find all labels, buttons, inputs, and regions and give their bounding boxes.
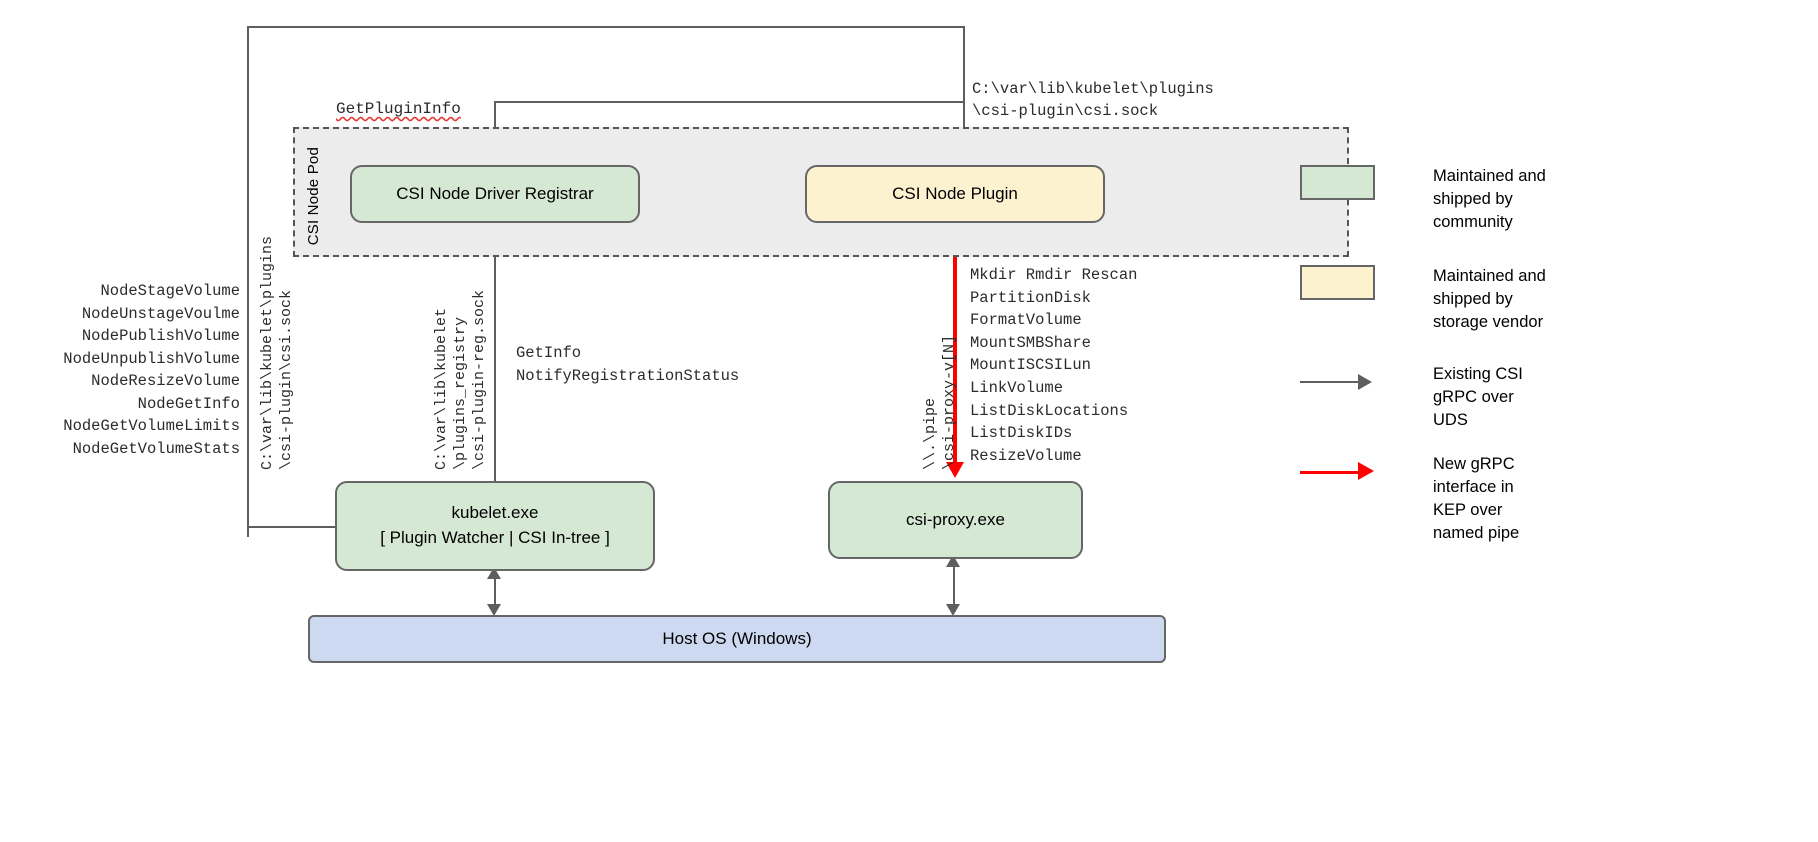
node-box-kubelet-exe[interactable]: kubelet.exe [ Plugin Watcher | CSI In-tr… bbox=[335, 481, 655, 571]
label-named-pipe-rotated: \\.\pipe \csi-proxy-v[N] bbox=[922, 334, 958, 470]
legend-swatch-community bbox=[1300, 165, 1375, 200]
legend-label-storage-vendor: Maintained and shipped by storage vendor bbox=[1433, 267, 1546, 331]
legend-arrow-existing-icon bbox=[1300, 371, 1375, 393]
connector-kubelet-to-plugin-vertical-left bbox=[247, 26, 249, 537]
label-csi-sock-path-rotated: C:\var\lib\kubelet\plugins \csi-plugin\c… bbox=[259, 235, 295, 470]
csi-node-pod-label-text: CSI Node Pod bbox=[305, 147, 322, 246]
legend-item-new-grpc: New gRPC interface in KEP over named pip… bbox=[1300, 453, 1519, 545]
legend-swatch-storage-vendor bbox=[1300, 265, 1375, 300]
label-csi-proxy-commands: Mkdir Rmdir Rescan PartitionDisk FormatV… bbox=[970, 266, 1138, 465]
connector-plugin-to-csiproxy-red bbox=[953, 222, 957, 472]
arrowhead-into-csiproxy bbox=[946, 462, 964, 478]
legend-item-storage-vendor: Maintained and shipped by storage vendor bbox=[1300, 265, 1546, 334]
arrowhead-hostos-down-left bbox=[487, 604, 501, 616]
connector-kubelet-to-plugin-vertical-right bbox=[963, 26, 965, 156]
csi-node-plugin-label: CSI Node Plugin bbox=[892, 183, 1018, 203]
csi-node-pod-label: CSI Node Pod bbox=[305, 47, 322, 245]
legend-label-community: Maintained and shipped by community bbox=[1433, 167, 1546, 231]
label-plugin-socket-path: C:\var\lib\kubelet\plugins \csi-plugin\c… bbox=[972, 80, 1214, 120]
csi-proxy-exe-label: csi-proxy.exe bbox=[906, 509, 1005, 529]
connector-kubelet-to-plugin-top bbox=[247, 26, 965, 28]
legend-label-existing-grpc: Existing CSI gRPC over UDS bbox=[1433, 365, 1523, 429]
label-registry-sock-path-rotated: C:\var\lib\kubelet \plugins_registry \cs… bbox=[433, 289, 488, 470]
legend-item-existing-grpc: Existing CSI gRPC over UDS bbox=[1300, 363, 1523, 432]
connector-getplugininfo-horizontal bbox=[494, 101, 965, 103]
label-get-plugin-info: GetPluginInfo bbox=[336, 100, 461, 118]
node-box-csi-node-plugin[interactable]: CSI Node Plugin bbox=[805, 165, 1105, 223]
legend-item-community: Maintained and shipped by community bbox=[1300, 165, 1546, 234]
connector-kubelet-to-registrar bbox=[494, 235, 496, 483]
kubelet-exe-subtitle: [ Plugin Watcher | CSI In-tree ] bbox=[380, 528, 610, 547]
connector-kubelet-hostos bbox=[494, 575, 496, 611]
connector-kubelet-left-stub bbox=[247, 526, 337, 528]
arrowhead-hostos-down-right bbox=[946, 604, 960, 616]
node-box-csi-node-driver-registrar[interactable]: CSI Node Driver Registrar bbox=[350, 165, 640, 223]
legend-label-new-grpc: New gRPC interface in KEP over named pip… bbox=[1433, 455, 1520, 542]
host-os-label: Host OS (Windows) bbox=[662, 628, 812, 648]
node-box-host-os[interactable]: Host OS (Windows) bbox=[308, 615, 1166, 663]
csi-node-driver-registrar-label: CSI Node Driver Registrar bbox=[396, 183, 594, 203]
kubelet-exe-label: kubelet.exe bbox=[451, 503, 539, 523]
label-node-service-rpcs: NodeStageVolume NodeUnstageVoulme NodePu… bbox=[63, 282, 240, 458]
label-registration-rpcs: GetInfo NotifyRegistrationStatus bbox=[516, 344, 740, 385]
node-box-csi-proxy-exe[interactable]: csi-proxy.exe bbox=[828, 481, 1083, 559]
connector-csiproxy-hostos bbox=[953, 563, 955, 611]
legend-arrow-new-icon bbox=[1300, 461, 1375, 483]
